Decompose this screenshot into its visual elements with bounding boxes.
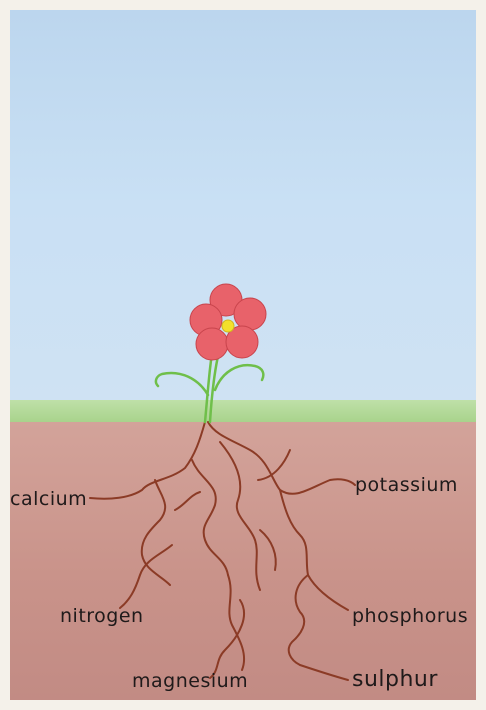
root-right-down [280,490,348,610]
root-far-right [258,450,290,480]
root-main-right [208,422,355,494]
label-nitrogen: nitrogen [60,605,144,627]
petal-bottom-left [196,328,228,360]
root-main-left [90,422,205,499]
flower-center [222,320,234,332]
label-phosphorus: phosphorus [352,605,468,627]
roots [90,422,355,680]
root-small-1 [175,492,200,510]
root-sulphur [300,665,348,680]
plant-nutrients-drawing: calcium potassium nitrogen phosphorus ma… [10,10,476,700]
root-phosphorus-loop [289,575,308,665]
root-calcium-branch [142,480,170,585]
label-calcium: calcium [10,488,87,510]
leaf-right [215,365,263,390]
root-small-2 [260,530,276,570]
leaf-left [156,373,208,395]
label-magnesium: magnesium [132,670,248,692]
label-potassium: potassium [355,474,458,496]
flower [190,284,266,360]
root-nitrogen [120,545,172,608]
label-sulphur: sulphur [352,667,438,692]
petal-right [234,298,266,330]
plant-illustration [10,10,476,700]
root-center-1 [192,460,228,575]
